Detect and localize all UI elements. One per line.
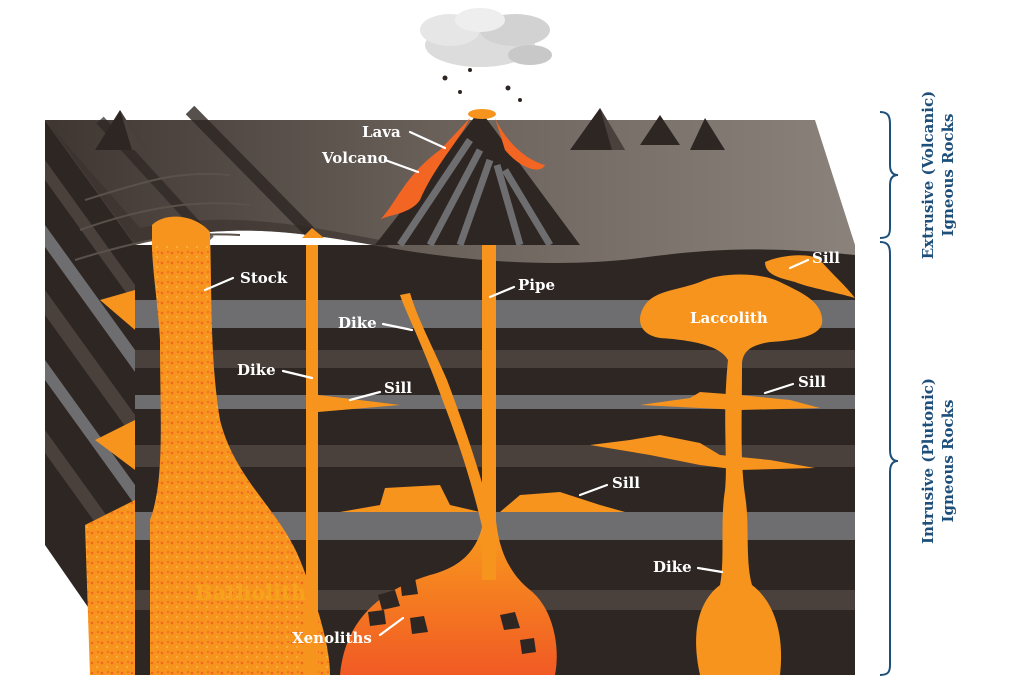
side-brackets: Extrusive (Volcanic) Igneous Rocks Intru… <box>879 91 957 676</box>
label-dike-middle: Dike <box>338 314 377 332</box>
label-dike-left: Dike <box>237 361 276 379</box>
label-sill-lower: Sill <box>612 474 640 492</box>
intrusions <box>150 245 855 675</box>
laccolith-dike-right <box>640 274 823 675</box>
label-sill-middle: Sill <box>384 379 412 397</box>
label-dike-right: Dike <box>653 558 692 576</box>
sill-top-right <box>765 255 855 298</box>
sill-lower <box>340 485 625 512</box>
label-laccolith: Laccolith <box>690 309 768 327</box>
intrusive-line-2: Igneous Rocks <box>939 400 957 523</box>
extrusive-line-2: Igneous Rocks <box>939 114 957 237</box>
side-intrusion-1 <box>100 290 135 330</box>
side-intrusion-2 <box>95 420 135 470</box>
labels: Lava Volcano Stock Pipe Dike Dike Sill S… <box>195 123 840 647</box>
extrusive-line-1: Extrusive (Volcanic) <box>919 91 937 260</box>
side-batholith <box>85 500 135 675</box>
sill-right <box>640 392 820 410</box>
label-lava: Lava <box>362 123 401 141</box>
bracket-extrusive <box>879 111 899 239</box>
extrusive-label: Extrusive (Volcanic) Igneous Rocks <box>919 91 957 260</box>
eruption-cloud <box>420 8 552 102</box>
intrusive-label: Intrusive (Plutonic) Igneous Rocks <box>919 378 957 544</box>
xenolith-rocks <box>355 568 536 654</box>
label-stock: Stock <box>240 269 288 287</box>
stock-top <box>152 216 210 245</box>
dike-branch <box>400 293 495 540</box>
label-xenoliths: Xenoliths <box>292 629 372 647</box>
block-side-face <box>45 120 135 675</box>
label-pipe: Pipe <box>518 276 555 294</box>
intrusive-line-1: Intrusive (Plutonic) <box>919 378 937 544</box>
sill-right-lower <box>590 435 815 470</box>
lava-flow-left <box>380 118 470 220</box>
dike-left <box>306 245 318 675</box>
batholith-stock <box>150 245 330 675</box>
sill-middle <box>318 395 400 412</box>
volcano-cone <box>375 109 580 247</box>
label-batholith: Batholith <box>195 580 306 605</box>
magma-chamber <box>340 500 557 675</box>
label-volcano: Volcano <box>321 149 388 167</box>
lava-flow-right <box>495 118 545 170</box>
crater-lava <box>468 109 496 119</box>
label-sill-top-right: Sill <box>812 249 840 267</box>
label-sill-right: Sill <box>798 373 826 391</box>
bracket-intrusive <box>879 241 899 676</box>
dike-left-top <box>302 228 324 238</box>
